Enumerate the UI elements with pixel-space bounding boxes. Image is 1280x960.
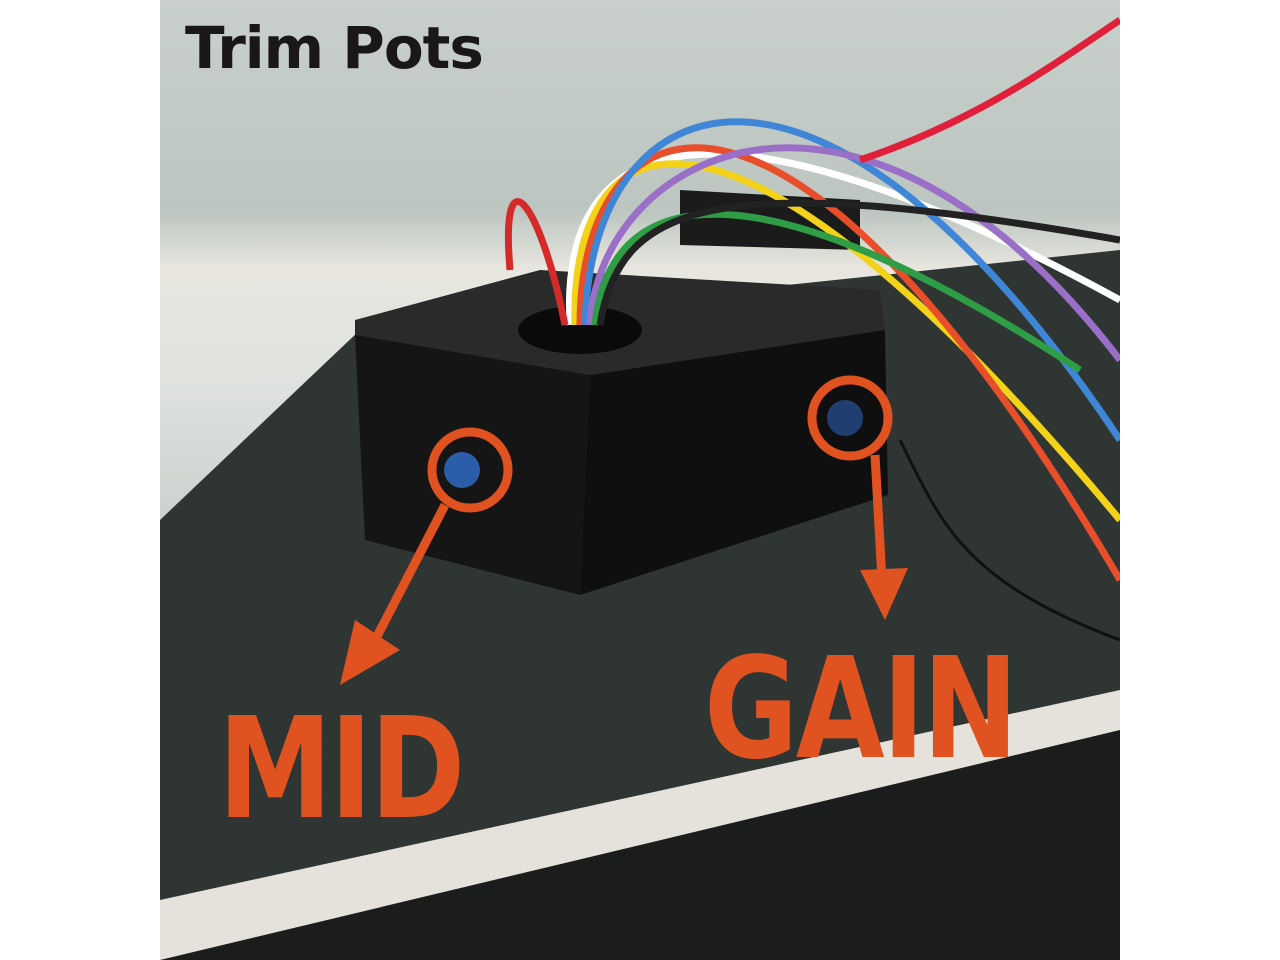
enclosure-box <box>355 270 888 595</box>
mid-arrow <box>366 502 449 653</box>
gain-trim-pot <box>827 400 863 436</box>
gain-arrowhead <box>860 568 908 620</box>
image-title: Trim Pots <box>185 14 484 82</box>
photo-scene <box>160 17 1120 960</box>
mid-arrowhead <box>340 620 400 685</box>
mid-highlight-circle <box>427 427 513 513</box>
gain-arrow <box>870 454 887 581</box>
wires <box>504 17 1120 642</box>
mid-label: MID <box>218 688 465 851</box>
mid-trim-pot <box>444 452 480 488</box>
gain-label: GAIN <box>704 628 1018 791</box>
product-photo: Trim Pots MID GAIN <box>160 0 1120 960</box>
gain-highlight-circle <box>807 375 893 461</box>
